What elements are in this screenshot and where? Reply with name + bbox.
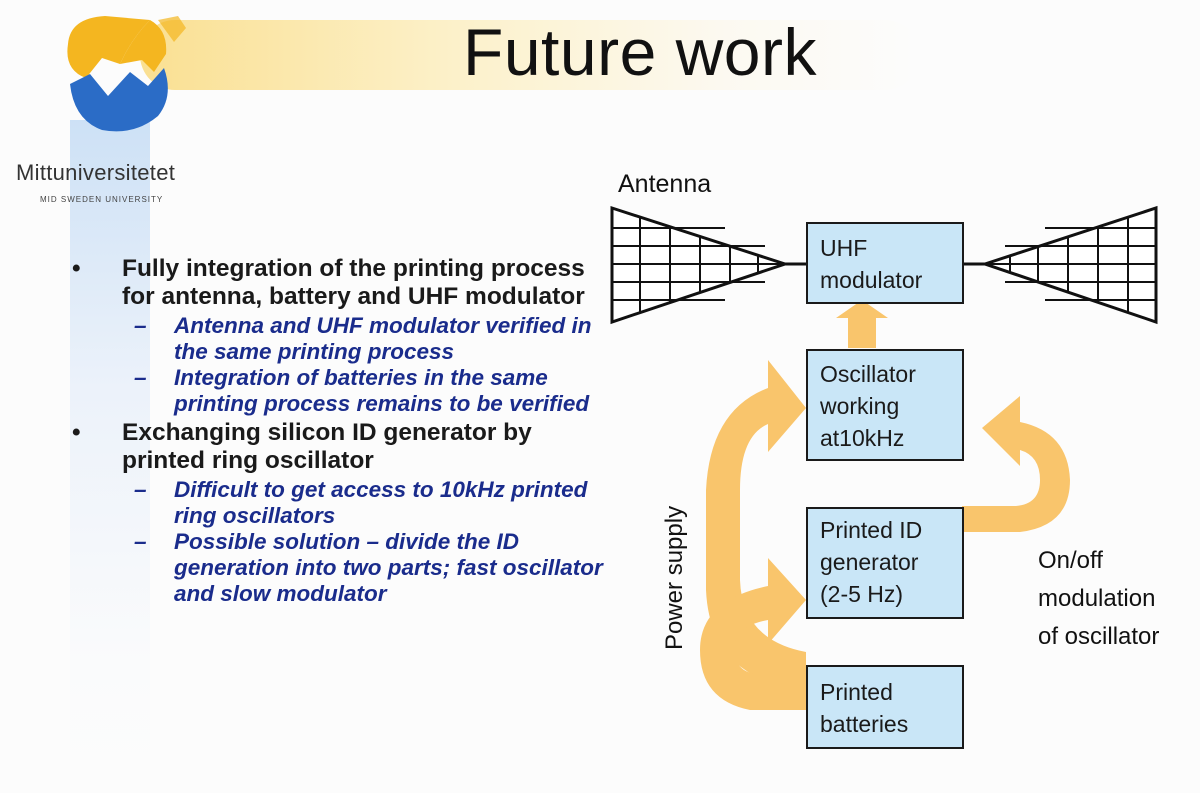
sub-bullet-text: Antenna and UHF modulator verified in th…: [174, 313, 592, 364]
sub-bullet-text: Possible solution – divide the ID genera…: [174, 529, 603, 606]
bullet-item: • Fully integration of the printing proc…: [66, 255, 606, 311]
uhf-modulator-box: UHF modulator: [806, 222, 964, 304]
left-antenna-icon: [610, 205, 807, 325]
arrow-power-to-id-icon: [700, 558, 806, 710]
block-diagram: Antenna: [610, 170, 1159, 749]
bullet-list: • Fully integration of the printing proc…: [66, 255, 606, 607]
university-subtitle: MID SWEDEN UNIVERSITY: [40, 195, 164, 204]
onoff-label-line3: of oscillator: [1038, 623, 1159, 650]
onoff-label-line2: modulation: [1038, 585, 1155, 612]
oscillator-label-line2: working: [819, 393, 899, 419]
sub-bullet-text: Difficult to get access to 10kHz printed…: [174, 477, 588, 528]
batteries-label-line1: Printed: [820, 679, 893, 705]
power-supply-arrows: [700, 300, 1070, 710]
header-streak: [140, 20, 920, 90]
batteries-label-line2: batteries: [820, 711, 908, 737]
university-logo-icon: [67, 16, 186, 132]
arrow-modulation-icon: [962, 396, 1070, 532]
sub-bullet-marker: –: [134, 477, 147, 502]
bullet-text: Fully integration of the printing proces…: [122, 255, 585, 310]
power-supply-label: Power supply: [661, 506, 688, 650]
uhf-label-line2: modulator: [820, 267, 923, 293]
oscillator-label-line3: at10kHz: [820, 425, 904, 451]
id-label-line1: Printed ID: [820, 517, 922, 543]
oscillator-label-line1: Oscillator: [820, 361, 916, 387]
decorative-band: [70, 120, 150, 793]
oscillator-box: Oscillator working at10kHz: [806, 349, 964, 461]
sub-bullet-item: – Integration of batteries in the same p…: [66, 365, 606, 417]
batteries-box: Printed batteries: [806, 665, 964, 749]
sub-bullet-text: Integration of batteries in the same pri…: [174, 365, 590, 416]
bullet-text: Exchanging silicon ID generator by print…: [122, 419, 532, 474]
sub-bullet-item: – Antenna and UHF modulator verified in …: [66, 313, 606, 365]
bullet-marker: •: [72, 419, 81, 446]
uhf-label-line1: UHF: [820, 235, 867, 261]
sub-bullet-marker: –: [134, 529, 147, 554]
id-label-line2: generator: [820, 549, 919, 575]
arrow-up-to-uhf-icon: [836, 300, 888, 348]
bullet-item: • Exchanging silicon ID generator by pri…: [66, 419, 606, 475]
id-generator-box: Printed ID generator (2-5 Hz): [806, 507, 964, 619]
id-label-line3: (2-5 Hz): [820, 581, 903, 607]
sub-bullet-marker: –: [134, 365, 147, 390]
bullet-marker: •: [72, 255, 81, 282]
sub-bullet-marker: –: [134, 313, 147, 338]
antenna-label: Antenna: [618, 170, 711, 198]
slide-title: Future work: [463, 15, 817, 89]
right-antenna-icon: [963, 205, 1158, 325]
university-name: Mittuniversitetet: [16, 160, 176, 185]
sub-bullet-item: – Possible solution – divide the ID gene…: [66, 529, 606, 607]
sub-bullet-item: – Difficult to get access to 10kHz print…: [66, 477, 606, 529]
onoff-label-line1: On/off: [1038, 547, 1103, 574]
